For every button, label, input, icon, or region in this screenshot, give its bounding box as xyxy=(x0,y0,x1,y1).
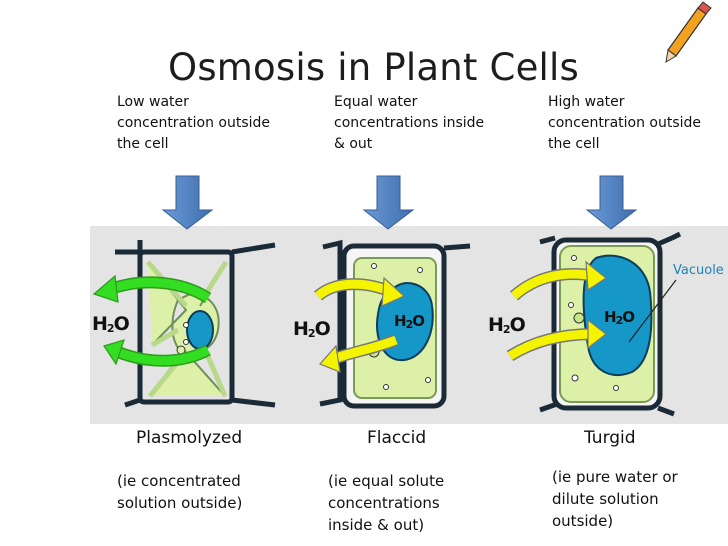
water-label-inside: H2O xyxy=(604,308,635,327)
condition-line: High water xyxy=(548,94,625,110)
water-label: H2O xyxy=(92,313,130,335)
condition-line: concentration outside xyxy=(548,115,702,131)
condition-line: the cell xyxy=(117,136,169,152)
note-line: dilute solution xyxy=(552,490,659,508)
state-turgid: Turgid xyxy=(584,428,636,448)
note-plasmolyzed: (ie concentrated solution outside) xyxy=(117,470,287,514)
flaccid-cell xyxy=(314,239,471,409)
condition-line: Equal water xyxy=(334,94,418,110)
plasmolyzed-cell xyxy=(92,240,276,408)
condition-line: concentrations inside xyxy=(334,115,485,131)
water-label-inside: H2O xyxy=(394,312,425,331)
condition-equal-water: Equal water concentrations inside & out xyxy=(334,92,514,155)
pencil-icon xyxy=(665,1,712,63)
condition-high-water: High water concentration outside the cel… xyxy=(548,92,728,155)
note-turgid: (ie pure water or dilute solution outsid… xyxy=(552,466,722,532)
condition-low-water: Low water concentration outside the cell xyxy=(117,92,297,155)
condition-line: concentration outside xyxy=(117,115,271,131)
page-title: Osmosis in Plant Cells xyxy=(168,46,579,89)
note-line: (ie concentrated xyxy=(117,472,241,490)
condition-line: the cell xyxy=(548,136,600,152)
water-label: H2O xyxy=(488,314,526,336)
state-plasmolyzed: Plasmolyzed xyxy=(136,428,243,448)
note-flaccid: (ie equal solute concentrations inside &… xyxy=(328,470,498,536)
water-label: H2O xyxy=(293,318,331,340)
down-arrow-icon xyxy=(585,175,638,230)
condition-line: Low water xyxy=(117,94,189,110)
note-line: concentrations xyxy=(328,494,440,512)
state-flaccid: Flaccid xyxy=(367,428,427,448)
turgid-cell xyxy=(506,231,682,417)
down-arrow-icon xyxy=(161,175,214,230)
note-line: (ie equal solute xyxy=(328,472,445,490)
down-arrow-icon xyxy=(362,175,415,230)
note-line: solution outside) xyxy=(117,494,243,512)
note-line: (ie pure water or xyxy=(552,468,678,486)
condition-line: & out xyxy=(334,136,373,152)
note-line: inside & out) xyxy=(328,516,425,534)
vacuole-label: Vacuole xyxy=(673,263,724,278)
note-line: outside) xyxy=(552,512,614,530)
